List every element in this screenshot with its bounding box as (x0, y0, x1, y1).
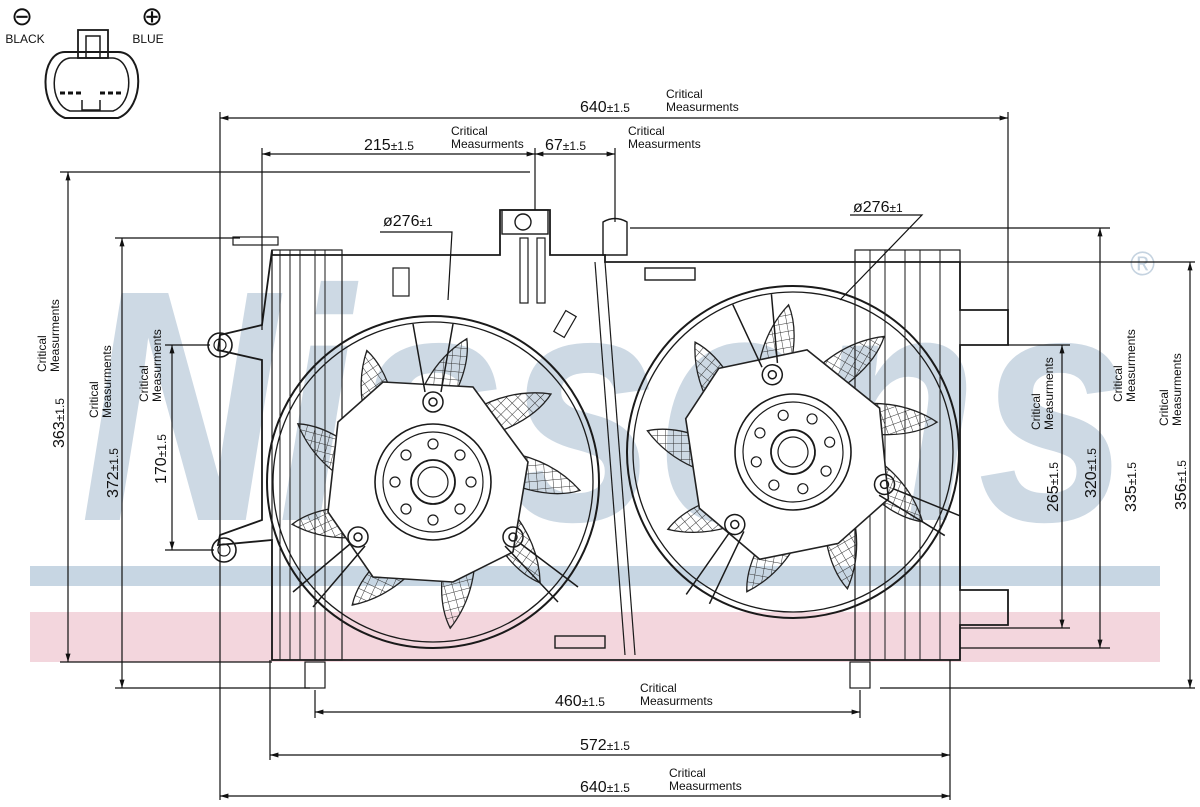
dim-363: 363 (51, 421, 68, 448)
svg-text:CriticalMeasurments: CriticalMeasurments (1111, 329, 1138, 402)
svg-text:ø276±1: ø276±1 (853, 199, 903, 216)
negative-terminal-symbol: ⊖ (11, 1, 33, 31)
dimension-lines (60, 112, 1195, 800)
watermark-logo: Nissens (80, 221, 1130, 590)
dim-320: 320 (1083, 471, 1100, 498)
dim-572: 572 (580, 737, 607, 754)
dim-356: 356 (1173, 483, 1190, 510)
dimension-labels: 640±1.5 215±1.5 67±1.5 ø276±1 ø276±1 460… (364, 99, 903, 796)
svg-text:CriticalMeasurments: CriticalMeasurments (87, 345, 114, 418)
dim-170: 170 (153, 457, 170, 484)
svg-text:CriticalMeasurments: CriticalMeasurments (451, 124, 524, 151)
dim-67: 67 (545, 137, 563, 154)
svg-text:CriticalMeasurments: CriticalMeasurments (1029, 357, 1056, 430)
svg-text:ø276±1: ø276±1 (383, 213, 433, 230)
svg-text:320±1.5: 320±1.5 (1083, 448, 1100, 498)
dim-460: 460 (555, 693, 582, 710)
svg-text:335±1.5: 335±1.5 (1123, 462, 1140, 512)
dim-tol: ±1.5 (607, 101, 631, 115)
svg-text:356±1.5: 356±1.5 (1173, 460, 1190, 510)
svg-text:215±1.5: 215±1.5 (364, 137, 414, 154)
connector-icon (44, 29, 140, 119)
registered-mark: ® (1130, 245, 1155, 283)
svg-text:CriticalMeasurments: CriticalMeasurments (666, 87, 739, 114)
svg-text:572±1.5: 572±1.5 (580, 737, 630, 754)
svg-text:363±1.5: 363±1.5 (51, 398, 68, 448)
svg-text:CriticalMeasurments: CriticalMeasurments (1157, 353, 1184, 426)
dim-top-640: 640 (580, 99, 607, 116)
dim-335: 335 (1123, 485, 1140, 512)
dim-bottom-640: 640 (580, 779, 607, 796)
dim-265: 265 (1045, 485, 1062, 512)
vertical-dimension-labels: 363±1.5 372±1.5 170±1.5 265±1.5 320±1.5 … (35, 299, 1190, 512)
svg-text:640±1.5: 640±1.5 (580, 99, 630, 116)
positive-terminal-symbol: ⊕ (141, 1, 163, 31)
negative-wire-label: BLACK (5, 32, 44, 46)
dim-372: 372 (105, 471, 122, 498)
positive-wire-label: BLUE (132, 32, 163, 46)
watermark-band-blue (30, 566, 1160, 586)
svg-text:CriticalMeasurments: CriticalMeasurments (35, 299, 62, 372)
svg-text:67±1.5: 67±1.5 (545, 137, 586, 154)
dim-fan-right-diameter: ø276 (853, 199, 890, 216)
svg-text:372±1.5: 372±1.5 (105, 448, 122, 498)
svg-text:CriticalMeasurments: CriticalMeasurments (640, 681, 713, 708)
svg-text:265±1.5: 265±1.5 (1045, 462, 1062, 512)
watermark-band-pink (30, 612, 1160, 662)
dim-fan-left-diameter: ø276 (383, 213, 420, 230)
svg-text:460±1.5: 460±1.5 (555, 693, 605, 710)
svg-text:170±1.5: 170±1.5 (153, 434, 170, 484)
dim-215: 215 (364, 137, 391, 154)
svg-text:CriticalMeasurments: CriticalMeasurments (669, 766, 742, 793)
svg-text:640±1.5: 640±1.5 (580, 779, 630, 796)
svg-text:CriticalMeasurments: CriticalMeasurments (137, 329, 164, 402)
svg-text:CriticalMeasurments: CriticalMeasurments (628, 124, 701, 151)
